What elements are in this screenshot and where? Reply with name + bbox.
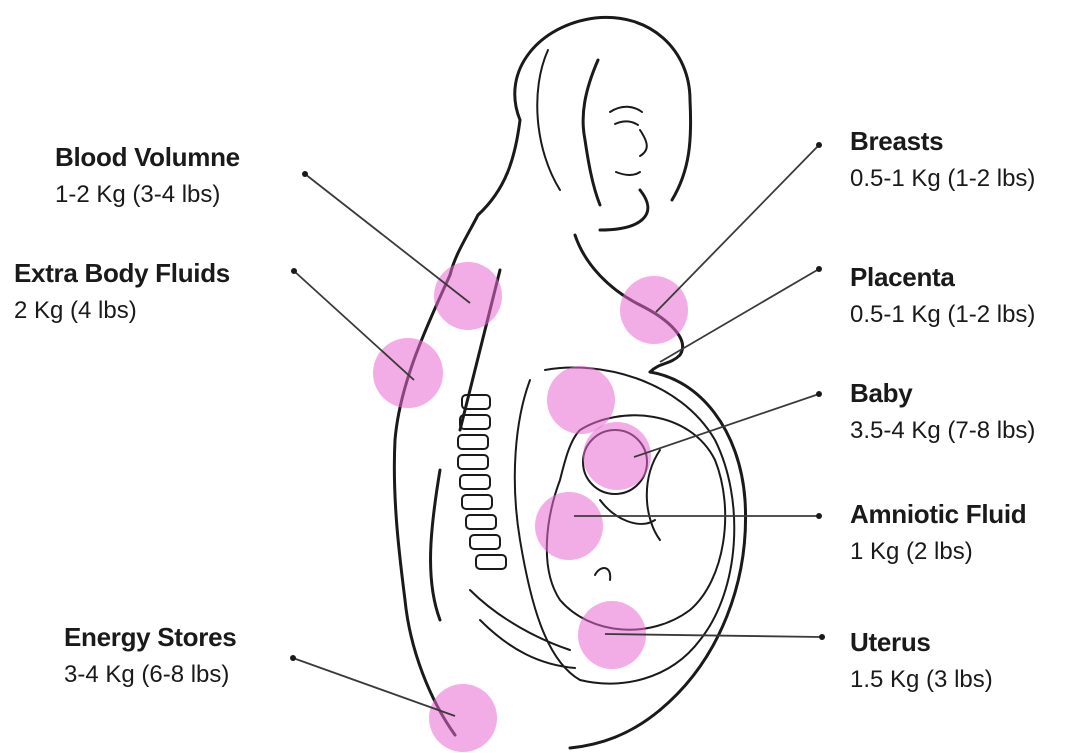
breasts-weight: 0.5-1 Kg (1-2 lbs)	[850, 164, 1035, 194]
hair-back	[478, 120, 520, 215]
pelvis-line	[470, 590, 570, 650]
breasts-label: Breasts 0.5-1 Kg (1-2 lbs)	[850, 126, 1035, 194]
extra-fluids-name: Extra Body Fluids	[14, 258, 230, 288]
amniotic-fluid-weight: 1 Kg (2 lbs)	[850, 537, 1026, 567]
energy-stores-weight: 3-4 Kg (6-8 lbs)	[64, 660, 236, 690]
baby-spot	[583, 422, 651, 490]
uterus-dot	[819, 634, 825, 640]
energy-stores-name: Energy Stores	[64, 622, 236, 652]
spine	[458, 395, 506, 569]
extra-fluids-label: Extra Body Fluids 2 Kg (4 lbs)	[14, 258, 230, 326]
extra-fluids-dot	[291, 268, 297, 274]
amniotic-fluid-dot	[816, 513, 822, 519]
energy-stores-label: Energy Stores 3-4 Kg (6-8 lbs)	[64, 622, 236, 690]
breasts-spot	[620, 276, 688, 344]
baby-leader	[634, 394, 819, 457]
blood-volume-weight: 1-2 Kg (3-4 lbs)	[55, 180, 240, 210]
extra-fluids-spot	[373, 338, 443, 408]
amniotic-fluid-name: Amniotic Fluid	[850, 499, 1026, 529]
face-outline	[583, 60, 600, 205]
eyebrow	[610, 107, 642, 112]
hair-strand	[537, 50, 560, 190]
placenta-spot	[547, 366, 615, 434]
breasts-dot	[816, 142, 822, 148]
chin-neck	[600, 190, 648, 230]
placenta-label: Placenta 0.5-1 Kg (1-2 lbs)	[850, 262, 1035, 330]
uterus-weight: 1.5 Kg (3 lbs)	[850, 665, 993, 695]
nose	[640, 130, 647, 156]
blood-volume-label: Blood Volumne 1-2 Kg (3-4 lbs)	[55, 142, 240, 210]
amniotic-fluid-spot	[535, 492, 603, 560]
back-outline	[394, 275, 450, 600]
extra-fluids-weight: 2 Kg (4 lbs)	[14, 296, 230, 326]
eye	[615, 121, 638, 125]
arm-lower	[431, 470, 440, 620]
hair-outline	[515, 17, 691, 200]
baby-weight: 3.5-4 Kg (7-8 lbs)	[850, 416, 1035, 446]
energy-stores-spot	[429, 684, 497, 752]
breasts-name: Breasts	[850, 126, 1035, 156]
blood-volume-dot	[302, 171, 308, 177]
baby-label: Baby 3.5-4 Kg (7-8 lbs)	[850, 378, 1035, 446]
uterus-label: Uterus 1.5 Kg (3 lbs)	[850, 627, 993, 695]
baby-dot	[816, 391, 822, 397]
pelvis-line-2	[480, 620, 575, 668]
placenta-name: Placenta	[850, 262, 1035, 292]
belly-bottom	[570, 710, 660, 748]
placenta-dot	[816, 266, 822, 272]
extra-fluids-leader	[294, 271, 414, 380]
blood-volume-leader	[305, 174, 470, 303]
uterus-name: Uterus	[850, 627, 993, 657]
baby-name: Baby	[850, 378, 1035, 408]
energy-stores-dot	[290, 655, 296, 661]
blood-volume-name: Blood Volumne	[55, 142, 240, 172]
mouth	[616, 172, 640, 175]
belly-outline	[650, 372, 746, 710]
baby-foot	[595, 568, 610, 580]
amniotic-fluid-label: Amniotic Fluid 1 Kg (2 lbs)	[850, 499, 1026, 567]
breasts-leader	[656, 145, 819, 312]
energy-stores-leader	[293, 658, 455, 716]
blood-volume-spot	[434, 262, 502, 330]
placenta-weight: 0.5-1 Kg (1-2 lbs)	[850, 300, 1035, 330]
